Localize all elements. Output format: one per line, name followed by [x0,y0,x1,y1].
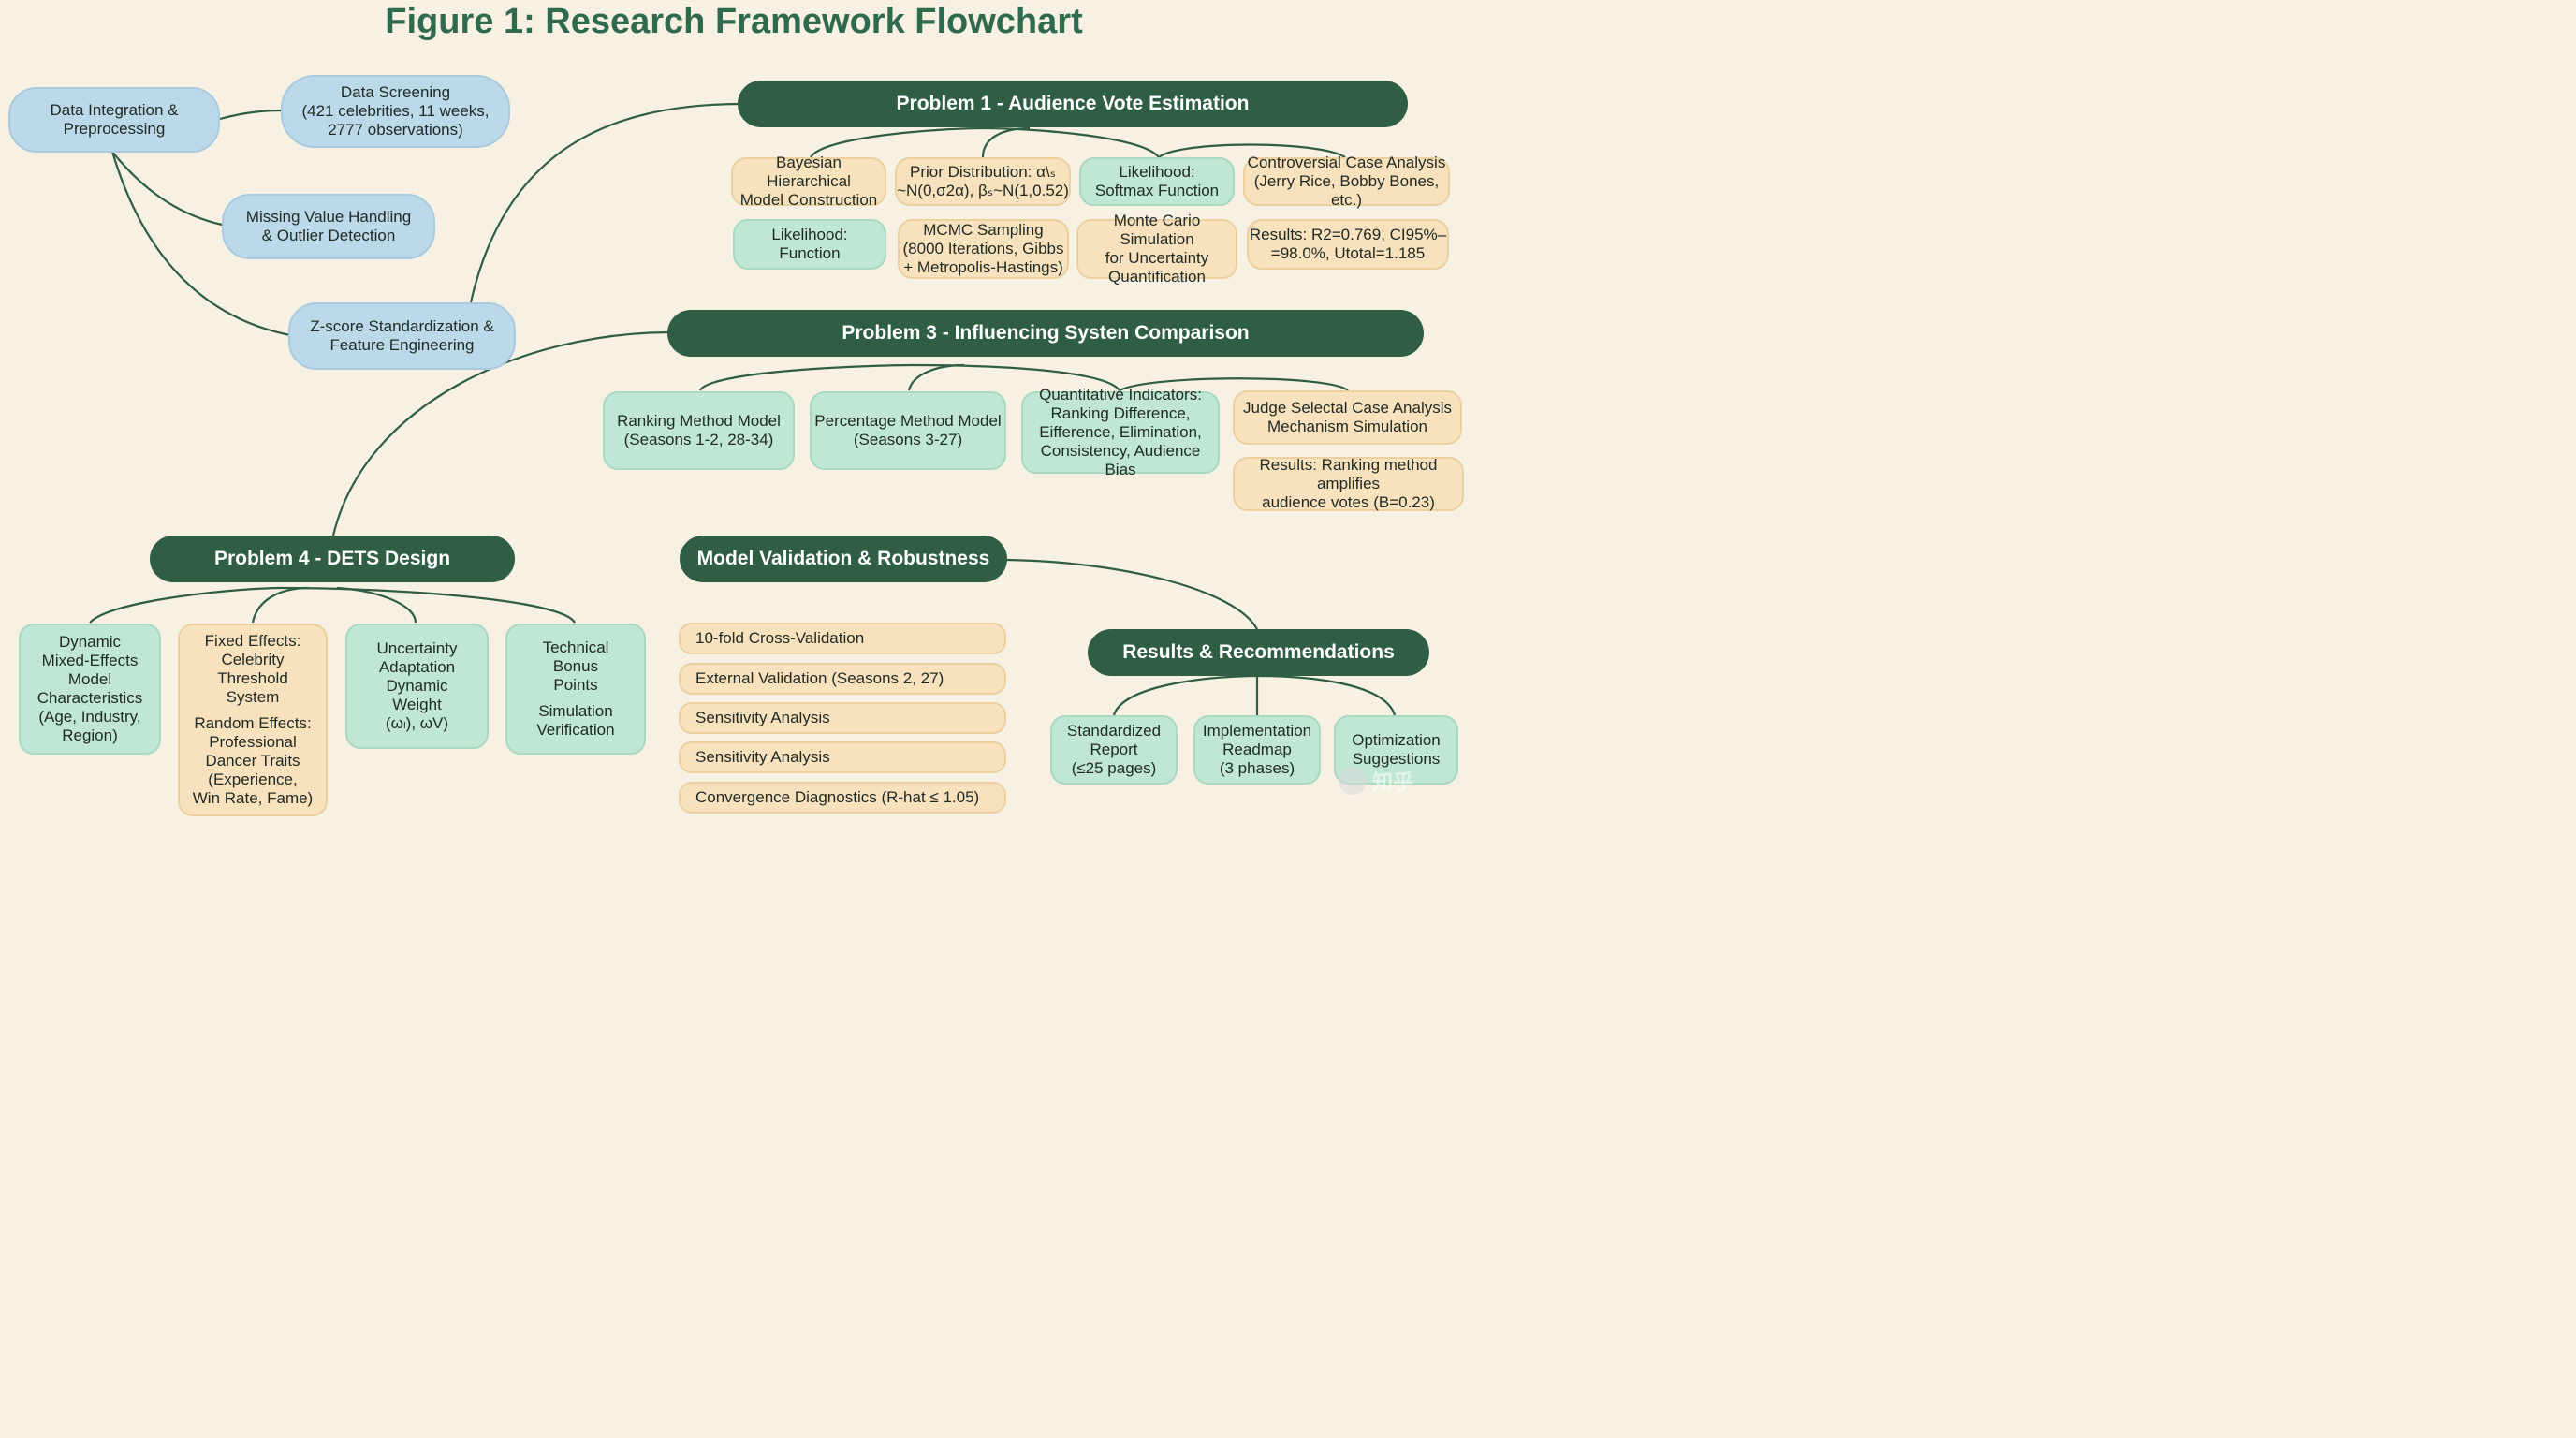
prior-distribution-node: Prior Distribution: α\ₛ ~N(0,σ2α), βₛ~N(… [895,157,1071,206]
watermark: 知乎 [1339,760,1442,801]
likelihood-softmax-node: Likelihood: Softmax Function [1079,157,1235,206]
problem1-header: Problem 1 - Audience Vote Estimation [738,81,1408,127]
percentage-method-node: Percentage Method Model (Seasons 3-27) [810,391,1006,470]
controversial-case-node: Controversial Case Analysis (Jerry Rice,… [1243,154,1450,209]
results-header: Results & Recommendations [1088,629,1429,676]
zhihu-logo-icon [1339,767,1367,795]
zscore-node: Z-score Standardization & Feature Engine… [288,302,516,370]
missing-value-node: Missing Value Handling & Outlier Detecti… [222,194,435,259]
validation-item: External Validation (Seasons 2, 27) [679,663,1006,695]
validation-item: Convergence Diagnostics (R-hat ≤ 1.05) [679,782,1006,814]
fixed-random-effects-node: Fixed Effects: Celebrity Threshold Syste… [178,624,328,816]
technical-bonus-node: Technical Bonus Points Simulation Verifi… [505,624,646,755]
problem3-results-node: Results: Ranking method amplifies audien… [1233,456,1464,511]
dynamic-mixed-effects-node: Dynamic Mixed-Effects Model Characterist… [19,624,161,755]
ranking-method-node: Ranking Method Model (Seasons 1-2, 28-34… [603,391,795,470]
likelihood-function-node: Likelihood: Function [733,219,886,270]
validation-item: Sensitivity Analysis [679,702,1006,734]
bayesian-node: Bayesian Hierarchical Model Construction [731,154,886,209]
data-integration-node: Data Integration & Preprocessing [8,87,220,153]
mcmc-sampling-node: MCMC Sampling (8000 Iterations, Gibbs + … [898,219,1069,279]
standardized-report-node: Standardized Report (≤25 pages) [1050,715,1178,785]
problem1-results-node: Results: R2=0.769, CI95%– =98.0%, Utotal… [1247,219,1449,270]
optimization-node: Optimization Suggestions [1334,715,1458,785]
data-screening-node: Data Screening (421 celebrities, 11 week… [281,75,510,148]
validation-header: Model Validation & Robustness [680,536,1007,582]
judge-case-node: Judge Selectal Case Analysis Mechanism S… [1233,390,1462,445]
uncertainty-weight-node: Uncertainty Adaptation Dynamic Weight (ω… [345,624,489,749]
quantitative-indicators-node: Quantitative Indicators: Ranking Differe… [1021,386,1220,478]
implementation-roadmap-node: Implementation Readmap (3 phases) [1193,715,1321,785]
figure-title: Figure 1: Research Framework Flowchart [385,2,1083,41]
connector-lines [89,102,1397,716]
monte-carlo-node: Monte Cario Simulation for Uncertainty Q… [1076,212,1237,286]
validation-item: 10-fold Cross-Validation [679,623,1006,654]
problem3-header: Problem 3 - Influencing Systen Compariso… [667,310,1424,357]
problem4-header: Problem 4 - DETS Design [150,536,515,582]
validation-item: Sensitivity Analysis [679,741,1006,773]
